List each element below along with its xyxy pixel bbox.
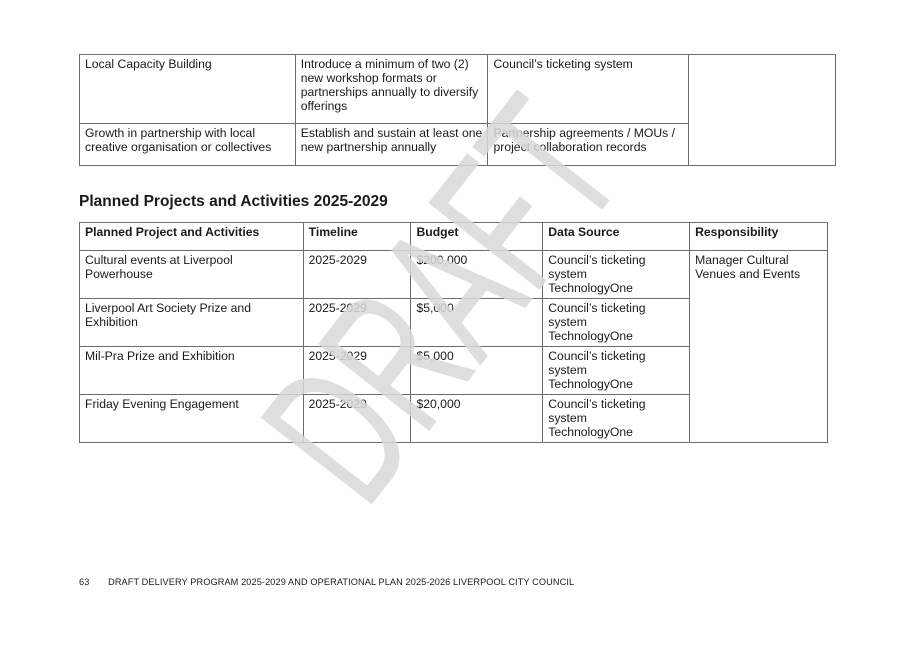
data-source-secondary: TechnologyOne [548, 329, 633, 343]
projects-table: Planned Project and Activities Timeline … [79, 222, 828, 443]
timeline-cell: 2025-2029 [302, 346, 412, 395]
table-header-row: Planned Project and Activities Timeline … [79, 222, 828, 251]
table-row: Local Capacity Building Introduce a mini… [79, 54, 836, 166]
data-source-cell: Council’s ticketing system TechnologyOne [542, 394, 691, 443]
target-cell: Establish and sustain at least one new p… [294, 123, 489, 166]
data-source-primary: Council’s ticketing system [548, 253, 646, 281]
target-cell: Introduce a minimum of two (2) new works… [294, 54, 489, 124]
header-timeline: Timeline [302, 222, 412, 251]
measures-table: Local Capacity Building Introduce a mini… [79, 54, 836, 166]
budget-cell: $5,000 [410, 298, 544, 347]
table-row: Growth in partnership with local creativ… [79, 123, 836, 166]
timeline-cell: 2025-2029 [302, 394, 412, 443]
timeline-cell: 2025-2029 [302, 250, 412, 299]
header-data-source: Data Source [542, 222, 691, 251]
table-row: Friday Evening Engagement 2025-2029 $20,… [79, 394, 828, 443]
table-row: Mil-Pra Prize and Exhibition 2025-2029 $… [79, 346, 828, 395]
data-source-primary: Council’s ticketing system [548, 349, 646, 377]
data-source-primary: Council’s ticketing system [548, 397, 646, 425]
data-source-cell: Council’s ticketing system TechnologyOne [542, 250, 691, 299]
data-source-secondary: TechnologyOne [548, 425, 633, 439]
data-source-secondary: TechnologyOne [548, 281, 633, 295]
data-source-cell: Council’s ticketing system TechnologyOne [542, 298, 691, 347]
measure-cell: Growth in partnership with local creativ… [79, 123, 296, 166]
header-responsibility: Responsibility [689, 222, 828, 251]
data-source-primary: Council’s ticketing system [548, 301, 646, 329]
data-source-cell: Council’s ticketing system TechnologyOne [542, 346, 691, 395]
empty-cell [688, 54, 836, 166]
timeline-cell: 2025-2029 [302, 298, 412, 347]
page-number: 63 [79, 577, 90, 587]
data-source-secondary: TechnologyOne [548, 377, 633, 391]
page-footer: 63 DRAFT DELIVERY PROGRAM 2025-2029 AND … [79, 577, 574, 587]
project-cell: Mil-Pra Prize and Exhibition [79, 346, 304, 395]
measure-cell: Local Capacity Building [79, 54, 296, 124]
section-title: Planned Projects and Activities 2025-202… [79, 193, 388, 210]
footer-text: DRAFT DELIVERY PROGRAM 2025-2029 AND OPE… [108, 577, 575, 587]
project-cell: Friday Evening Engagement [79, 394, 304, 443]
responsibility-cell: Manager Cultural Venues and Events [689, 250, 828, 443]
data-source-cell: Partnership agreements / MOUs / project … [487, 123, 690, 166]
budget-cell: $200,000 [410, 250, 544, 299]
budget-cell: $5,000 [410, 346, 544, 395]
data-source-cell: Council’s ticketing system [487, 54, 690, 124]
project-cell: Liverpool Art Society Prize and Exhibiti… [79, 298, 304, 347]
header-budget: Budget [410, 222, 544, 251]
project-cell: Cultural events at Liverpool Powerhouse [79, 250, 304, 299]
header-project: Planned Project and Activities [79, 222, 304, 251]
table-row: Liverpool Art Society Prize and Exhibiti… [79, 298, 828, 347]
table-row: Cultural events at Liverpool Powerhouse … [79, 250, 828, 443]
budget-cell: $20,000 [410, 394, 544, 443]
